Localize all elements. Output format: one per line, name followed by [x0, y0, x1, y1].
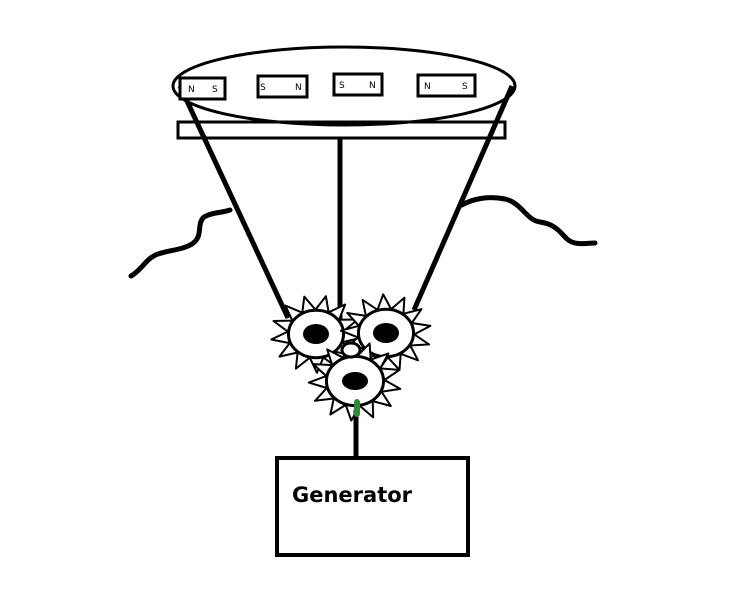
magnet-3: S N [332, 72, 384, 97]
gear-left [270, 295, 362, 374]
magnet-pole-left: N [188, 85, 195, 95]
magnet-body [256, 74, 309, 99]
generator-label: Generator [292, 483, 413, 507]
gear-hub [373, 323, 399, 343]
magnet-pole-left: N [424, 82, 431, 92]
magnet-pole-right: N [295, 83, 302, 93]
magnet-pole-left: S [339, 81, 345, 91]
magnet-pole-right: S [212, 85, 218, 95]
magnet-pole-right: S [462, 82, 468, 92]
gear-hub [303, 324, 329, 344]
strut-left [177, 84, 291, 320]
gear-train [270, 293, 432, 422]
gear-bottom [307, 340, 402, 422]
magnet-2: S N [256, 74, 309, 99]
terrain-left [128, 207, 233, 279]
terrain-right [459, 195, 598, 247]
magnet-body [416, 73, 477, 98]
rotor-disc [171, 45, 517, 127]
gear-hub [342, 372, 368, 390]
magnet-4: N S [416, 73, 477, 98]
idler-gear [340, 341, 362, 359]
magnet-body [178, 76, 227, 101]
cross-bar [176, 120, 507, 140]
gear-right [339, 293, 432, 373]
magnet-pole-right: N [369, 81, 376, 91]
generator-box [275, 456, 470, 557]
magnet-pole-left: S [260, 83, 266, 93]
magnet-body [332, 72, 384, 97]
magnet-1: N S [178, 76, 227, 101]
